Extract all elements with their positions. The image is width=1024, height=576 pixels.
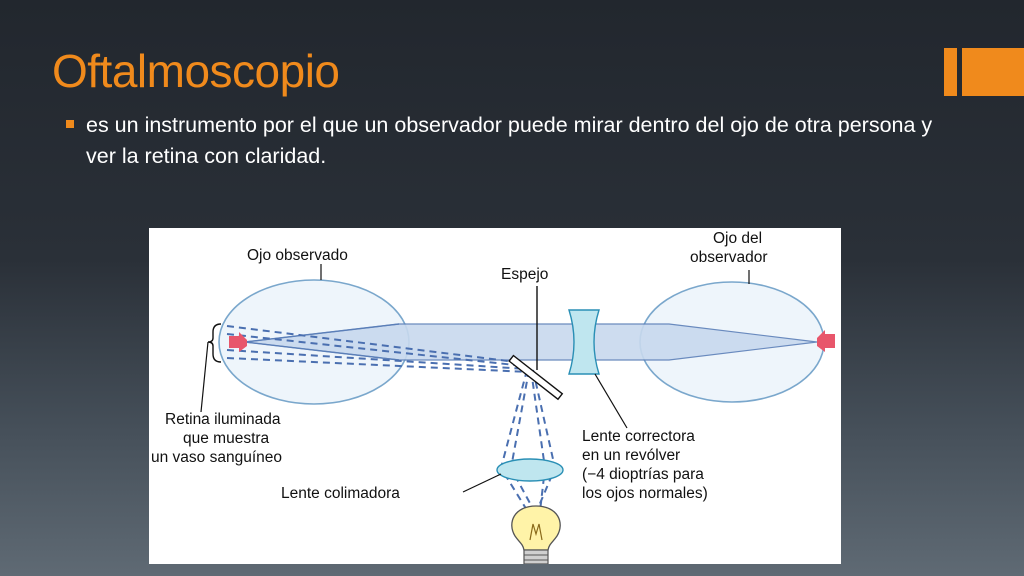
label-corrective-lens-line1: Lente correctora (582, 428, 695, 445)
bullet-item: es un instrumento por el que un observad… (66, 110, 946, 172)
label-observer-eye-line1: Ojo del (713, 230, 762, 247)
blood-vessel-observer-icon (817, 330, 835, 352)
mirror (508, 354, 564, 401)
retina-pointer (200, 341, 209, 413)
label-collimating-lens: Lente colimadora (281, 485, 400, 502)
bullet-square-icon (66, 120, 74, 128)
accent-bar-wide (962, 48, 1024, 96)
collimating-lens-pointer (462, 473, 502, 493)
beam-edge-top (244, 323, 400, 343)
corrective-lens-pointer (594, 373, 628, 429)
label-retina-line3: un vaso sanguíneo (151, 449, 282, 466)
label-mirror: Espejo (501, 266, 548, 283)
label-corrective-lens-line3: (−4 dioptrías para (582, 466, 704, 483)
label-corrective-lens-line4: los ojos normales) (582, 485, 708, 502)
collimating-lens (496, 458, 564, 482)
ophthalmoscope-diagram: Ojo observado Ojo del observador Espejo … (149, 228, 841, 564)
blood-vessel-observed-icon (229, 332, 247, 352)
label-retina-line2: que muestra (183, 430, 270, 447)
label-retina-line1: Retina iluminada (165, 411, 281, 428)
accent-bars (944, 48, 1024, 96)
bullet-text: es un instrumento por el que un observad… (86, 113, 933, 168)
corrective-lens (568, 309, 600, 375)
label-corrective-lens-line2: en un revólver (582, 447, 680, 464)
accent-bar-thin (944, 48, 957, 96)
slide-title: Oftalmoscopio (52, 45, 340, 97)
diagram-svg: Ojo observado Ojo del observador Espejo … (151, 230, 835, 564)
label-observer-eye-line2: observador (690, 249, 768, 266)
beam-edge-bottom (244, 341, 400, 361)
label-observed-eye: Ojo observado (247, 247, 348, 264)
light-bulb-icon (511, 505, 561, 564)
